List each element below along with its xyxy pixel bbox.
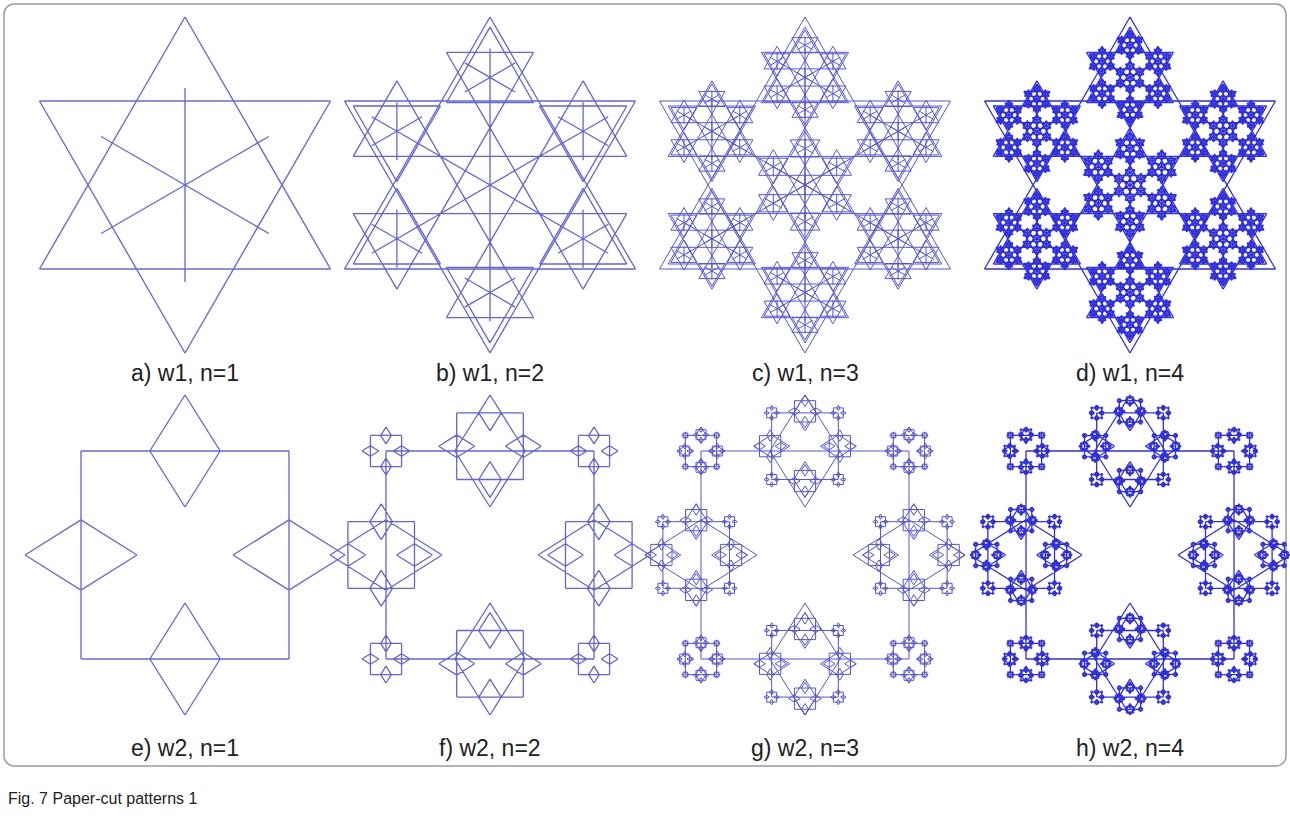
figure-caption: Fig. 7 Paper-cut patterns 1 [8, 790, 197, 808]
fractal-pattern [970, 395, 1290, 715]
panel-label: g) w2, n=3 [751, 735, 859, 762]
fractal-pattern [660, 17, 951, 353]
panel-label: h) w2, n=4 [1076, 735, 1184, 762]
panel-label: d) w1, n=4 [1076, 360, 1184, 387]
panel-label: c) w1, n=3 [752, 360, 859, 387]
panel-label: f) w2, n=2 [439, 735, 541, 762]
figure-frame [4, 4, 1286, 766]
panel-label: a) w1, n=1 [131, 360, 239, 387]
panel-label: b) w1, n=2 [436, 360, 544, 387]
fractal-pattern [645, 395, 965, 715]
fractal-pattern [40, 17, 331, 353]
panel-label: e) w2, n=1 [131, 735, 239, 762]
fractal-pattern [985, 17, 1276, 353]
fractal-pattern [330, 395, 650, 715]
fractal-pattern [345, 17, 636, 353]
fractal-pattern [25, 395, 345, 715]
